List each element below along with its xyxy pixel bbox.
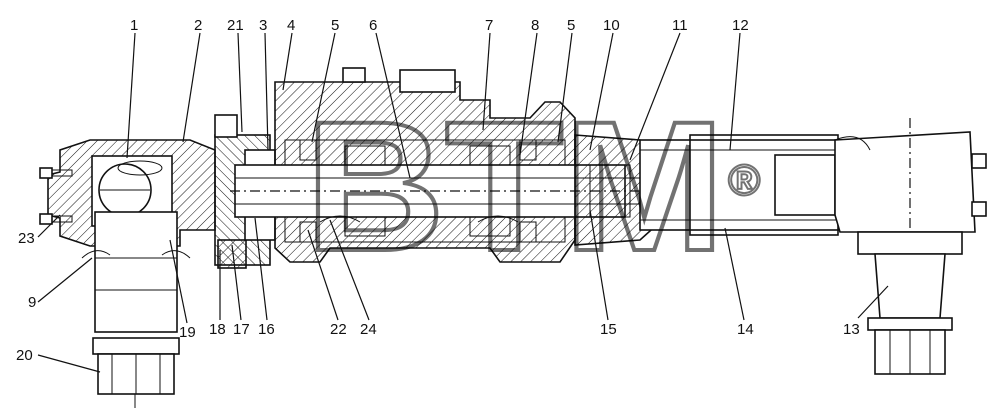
right-ball-joint — [834, 118, 987, 375]
watermark-registered-mark: ® — [728, 156, 760, 205]
label-8: 8 — [531, 17, 539, 34]
label-15: 15 — [600, 321, 617, 338]
valve-spool — [284, 139, 566, 243]
label-21: 21 — [227, 17, 244, 34]
label-24: 24 — [360, 321, 377, 338]
label-16: 16 — [258, 321, 275, 338]
label-10: 10 — [603, 17, 620, 34]
label-19: 19 — [179, 324, 196, 341]
label-17: 17 — [233, 321, 250, 338]
label-1: 1 — [130, 17, 138, 34]
piston-rod — [230, 164, 640, 218]
label-13: 13 — [843, 321, 860, 338]
label-20: 20 — [16, 347, 33, 364]
leader-lines — [37, 32, 889, 373]
watermark-text: BTM — [305, 84, 725, 290]
watermark: BTM ® — [303, 82, 761, 292]
label-2: 2 — [194, 17, 202, 34]
label-23: 23 — [18, 230, 35, 247]
label-12: 12 — [732, 17, 749, 34]
label-6: 6 — [369, 17, 377, 34]
label-7: 7 — [485, 17, 493, 34]
label-5-left: 5 — [331, 17, 339, 34]
label-14: 14 — [737, 321, 754, 338]
label-9: 9 — [28, 294, 36, 311]
left-bolts — [39, 167, 73, 225]
label-4: 4 — [287, 17, 295, 34]
label-3: 3 — [259, 17, 267, 34]
left-stud — [81, 211, 191, 408]
callout-labels: 1 2 21 3 4 5 6 7 8 5 10 11 12 23 9 20 19… — [16, 17, 860, 364]
label-5-right: 5 — [567, 17, 575, 34]
label-22: 22 — [330, 321, 347, 338]
cylinder-tube — [639, 134, 841, 236]
label-11: 11 — [672, 17, 688, 34]
label-18: 18 — [209, 321, 226, 338]
